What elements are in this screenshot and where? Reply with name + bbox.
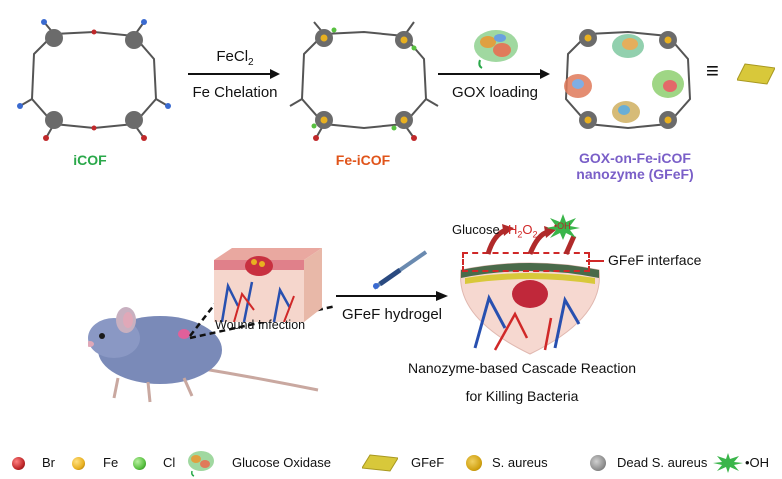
wound-skin-block <box>214 248 322 322</box>
arrow-gox-loading <box>438 69 550 79</box>
gfef-label-line1: GOX-on-Fe-iCOF <box>579 150 691 166</box>
gox-protein-icon <box>474 30 518 69</box>
gfef-label-line2: nanozyme (GFeF) <box>576 166 694 182</box>
oh-burst-icon <box>546 214 580 240</box>
arrow-hydrogel <box>336 291 448 301</box>
legend-oh: •OH <box>745 455 770 470</box>
gfef-interface-label: GFeF interface <box>608 252 702 268</box>
glucose-oxidase-icon <box>188 451 214 477</box>
legend-s-aureus: S. aureus <box>492 455 548 470</box>
gfef-sheet-legend-icon <box>362 454 398 472</box>
reaction-caption-line1: Nanozyme-based Cascade Reaction <box>407 360 636 376</box>
step2-label: GOX loading <box>452 84 538 101</box>
equivalence-symbol: ≡ <box>706 58 719 83</box>
oh-radical-icon <box>713 453 743 473</box>
legend-gfef: GFeF <box>411 455 445 470</box>
legend-cl: Cl <box>163 455 176 470</box>
br-dot-icon <box>12 457 25 470</box>
interface-pointer <box>586 260 604 262</box>
legend-br: Br <box>42 455 55 470</box>
step1-reagent: FeCl2 <box>216 48 254 68</box>
arrow-fe-chelation <box>188 69 280 79</box>
feicof-structure <box>289 21 439 141</box>
treated-wound-dome <box>460 262 600 355</box>
syringe-icon <box>372 250 428 290</box>
gfef-sheet-icon <box>737 63 775 85</box>
s-aureus-icon <box>466 455 482 471</box>
wound-infection-label: Wound Infection <box>215 318 306 332</box>
icof-label: iCOF <box>73 152 107 168</box>
icof-structure <box>17 19 171 141</box>
reaction-caption-line2: for Killing Bacteria <box>465 388 579 404</box>
legend: Br Fe Cl Glucose Oxidase GFeF S. aureus … <box>0 445 782 479</box>
step1-label: Fe Chelation <box>192 84 278 101</box>
legend-fe: Fe <box>103 455 119 470</box>
feicof-label: Fe-iCOF <box>335 152 391 168</box>
cl-dot-icon <box>133 457 146 470</box>
dead-s-aureus-icon <box>590 455 606 471</box>
h2o2-label: H2O2 <box>508 222 538 240</box>
fe-dot-icon <box>72 457 85 470</box>
oh-burst-label: •OH <box>554 221 571 231</box>
glucose-label: Glucose <box>452 222 500 237</box>
gfef-structure <box>564 29 692 130</box>
cascade-arrows <box>485 224 577 256</box>
hydrogel-label: GFeF hydrogel <box>341 306 443 323</box>
legend-dead-s-aureus: Dead S. aureus <box>617 455 708 470</box>
legend-glucose-oxidase: Glucose Oxidase <box>232 455 331 470</box>
